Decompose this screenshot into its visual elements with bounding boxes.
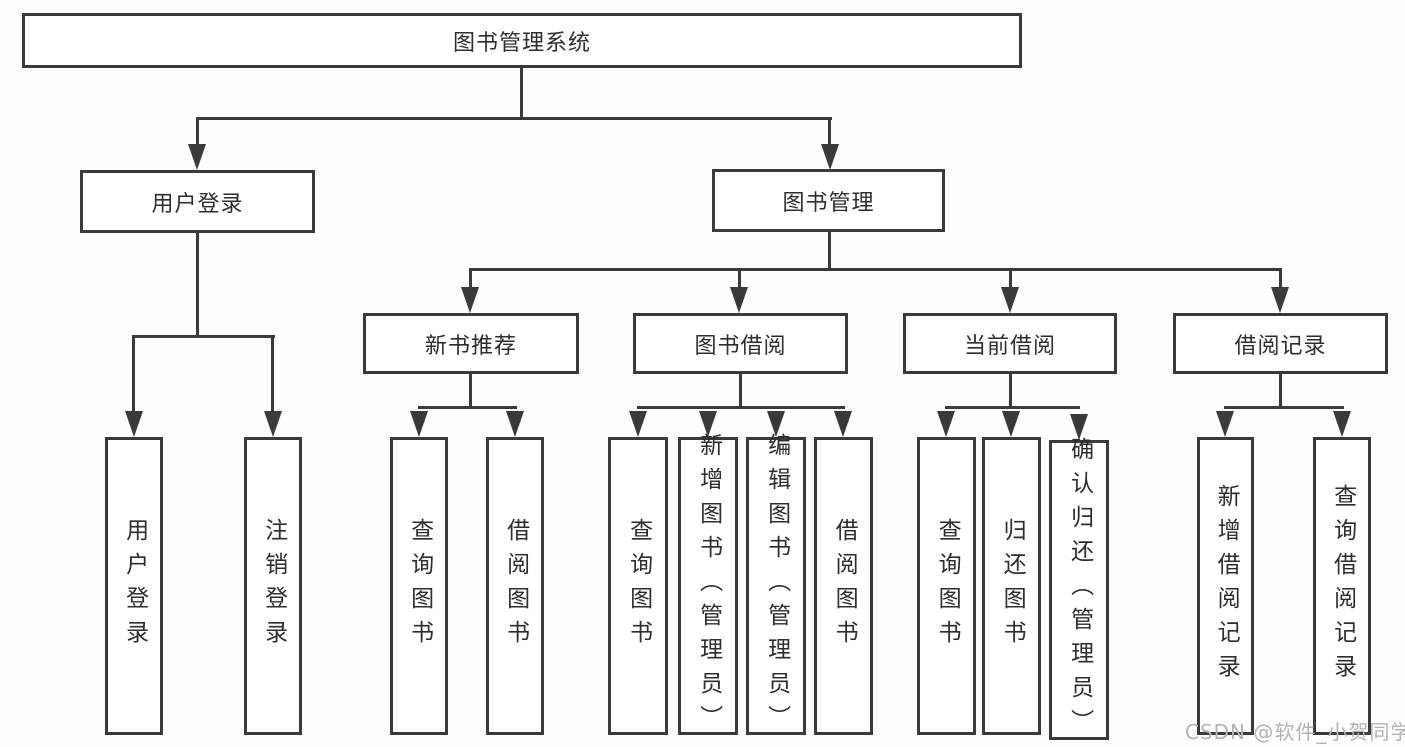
leaf-query-books-newbook: 查询图书 bbox=[390, 437, 448, 735]
leaf-label: 新增图书（管理员） bbox=[695, 433, 722, 739]
arrowhead bbox=[188, 144, 206, 170]
connector-stub bbox=[1009, 269, 1012, 289]
leaf-return-books: 归还图书 bbox=[982, 437, 1041, 735]
connector-user-stem bbox=[196, 233, 199, 336]
node-borrow-records: 借阅记录 bbox=[1173, 313, 1388, 374]
leaf-user-login: 用户登录 bbox=[105, 437, 163, 735]
node-label: 当前借阅 bbox=[963, 333, 1056, 359]
leaf-label: 借阅图书 bbox=[831, 518, 858, 654]
connector-root-stem bbox=[520, 68, 523, 119]
arrowhead bbox=[834, 411, 852, 437]
connector-level3-rail bbox=[469, 268, 1282, 271]
leaf-label: 编辑图书（管理员） bbox=[763, 433, 790, 739]
connector-current-rail bbox=[945, 406, 1080, 409]
arrowhead bbox=[1001, 287, 1019, 313]
connector-stub bbox=[132, 336, 135, 412]
arrowhead bbox=[629, 411, 647, 437]
connector-stub bbox=[469, 269, 472, 289]
connector-level2-rail bbox=[196, 117, 832, 120]
leaf-query-books-current: 查询图书 bbox=[917, 437, 976, 735]
node-user-login: 用户登录 bbox=[80, 170, 315, 233]
connector-newbook-rail bbox=[418, 406, 517, 409]
leaf-query-books-borrow: 查询图书 bbox=[608, 437, 668, 735]
leaf-label: 归还图书 bbox=[999, 518, 1026, 654]
leaf-edit-book-admin: 编辑图书（管理员） bbox=[746, 433, 806, 739]
leaf-label: 新增借阅记录 bbox=[1213, 484, 1240, 688]
connector-borrow-rail bbox=[637, 406, 845, 409]
leaf-label: 注销登录 bbox=[260, 518, 287, 654]
leaf-label: 查询图书 bbox=[625, 518, 652, 654]
connector-user-rail bbox=[132, 335, 275, 338]
leaf-label: 借阅图书 bbox=[502, 518, 529, 654]
connector-records-stem bbox=[1279, 374, 1282, 408]
connector-stub bbox=[738, 269, 741, 289]
leaf-borrow-books-newbook: 借阅图书 bbox=[486, 437, 544, 735]
leaf-label: 查询图书 bbox=[406, 518, 433, 654]
connector-stub bbox=[828, 118, 831, 146]
arrowhead bbox=[730, 287, 748, 313]
arrowhead bbox=[264, 411, 282, 437]
connector-stub bbox=[271, 336, 274, 412]
leaf-label: 确认归还（管理员） bbox=[1066, 437, 1093, 743]
arrowhead bbox=[125, 411, 143, 437]
leaf-label: 用户登录 bbox=[121, 518, 148, 654]
node-label: 用户登录 bbox=[151, 191, 244, 217]
arrowhead bbox=[506, 411, 524, 437]
leaf-label: 查询借阅记录 bbox=[1329, 484, 1356, 688]
node-label: 图书管理 bbox=[782, 190, 875, 216]
connector-borrow-stem bbox=[739, 374, 742, 408]
arrowhead bbox=[1216, 411, 1234, 437]
arrowhead bbox=[937, 411, 955, 437]
node-label: 图书借阅 bbox=[694, 333, 787, 359]
csdn-watermark: CSDN @软件_小贺同学 bbox=[1185, 720, 1405, 744]
connector-stub bbox=[196, 118, 199, 146]
arrowhead bbox=[1002, 411, 1020, 437]
leaf-query-borrow-record: 查询借阅记录 bbox=[1313, 437, 1371, 735]
node-label: 借阅记录 bbox=[1234, 333, 1327, 359]
leaf-add-borrow-record: 新增借阅记录 bbox=[1197, 437, 1254, 735]
node-library-system: 图书管理系统 bbox=[22, 13, 1022, 68]
arrowhead bbox=[1271, 287, 1289, 313]
node-new-book-recommend: 新书推荐 bbox=[363, 313, 579, 374]
arrowhead bbox=[410, 411, 428, 437]
leaf-logout: 注销登录 bbox=[244, 437, 302, 735]
connector-records-rail bbox=[1224, 406, 1344, 409]
node-book-management: 图书管理 bbox=[712, 169, 945, 232]
arrowhead bbox=[1070, 414, 1088, 440]
connector-stub bbox=[1279, 269, 1282, 289]
leaf-confirm-return-admin: 确认归还（管理员） bbox=[1049, 437, 1109, 743]
leaf-label: 查询图书 bbox=[934, 518, 961, 654]
node-label: 新书推荐 bbox=[424, 333, 517, 359]
arrowhead bbox=[699, 411, 717, 437]
node-current-borrowing: 当前借阅 bbox=[903, 313, 1117, 374]
connector-current-stem bbox=[1009, 374, 1012, 408]
arrowhead bbox=[461, 287, 479, 313]
arrowhead bbox=[1333, 411, 1351, 437]
arrowhead bbox=[767, 411, 785, 437]
leaf-add-book-admin: 新增图书（管理员） bbox=[678, 433, 738, 739]
leaf-borrow-books: 借阅图书 bbox=[814, 437, 873, 735]
node-label: 图书管理系统 bbox=[452, 30, 591, 56]
connector-newbook-stem bbox=[469, 374, 472, 408]
arrowhead bbox=[821, 144, 839, 170]
connector-mgmt-stem bbox=[828, 232, 831, 270]
node-book-borrowing: 图书借阅 bbox=[633, 313, 848, 374]
